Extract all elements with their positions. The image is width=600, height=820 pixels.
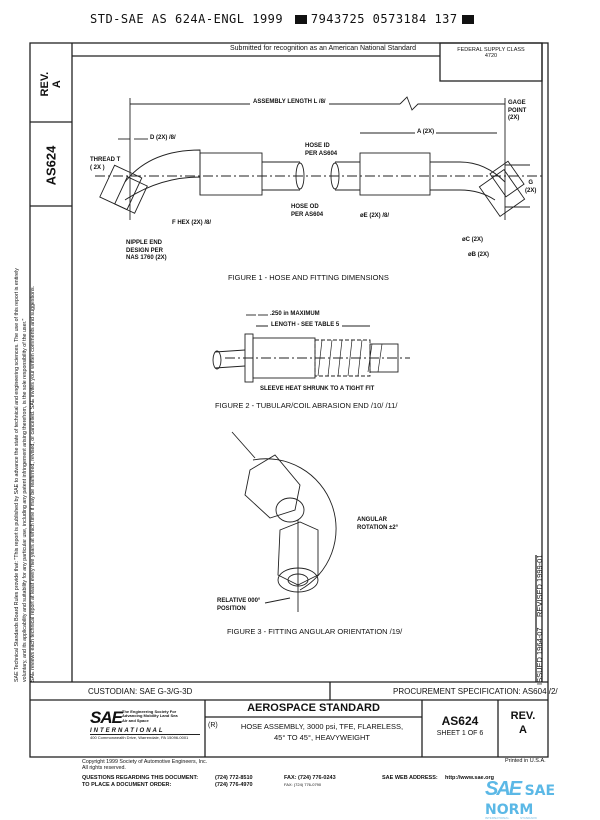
- sleeve-label: SLEEVE HEAT SHRUNK TO A TIGHT FIT: [260, 386, 375, 392]
- nipple-end-label: NIPPLE END DESIGN PER NAS 1760 (2X): [126, 240, 167, 261]
- angular-rotation-label: ANGULAR ROTATION ±2°: [357, 517, 399, 531]
- c-label: øC (2X): [462, 237, 483, 243]
- web-address[interactable]: http://www.sae.org: [445, 775, 494, 781]
- questions-label: QUESTIONS REGARDING THIS DOCUMENT:: [82, 775, 199, 781]
- sheet-number: SHEET 1 OF 6: [436, 730, 484, 737]
- d-label: D (2X) /8/: [150, 135, 176, 141]
- copyright: Copyright 1999 Society of Automotive Eng…: [82, 759, 208, 772]
- title-doc-number: AS624: [441, 714, 479, 728]
- code-part2: 7943725 0573184 137: [310, 12, 458, 26]
- procurement-spec: PROCUREMENT SPECIFICATION: AS604 /2/: [393, 687, 558, 696]
- g-label: G (2X): [525, 180, 537, 194]
- printed-in: Printed in U.S.A.: [505, 758, 546, 764]
- submitted-note: Submitted for recognition as an American…: [230, 45, 416, 52]
- e-label: øE (2X) /8/: [360, 213, 390, 219]
- document-code-header: STD-SAE AS 624A-ENGL 1999 7943725 057318…: [90, 12, 478, 26]
- title-line2: 45° TO 45°, HEAVYWEIGHT: [273, 733, 371, 743]
- fax: FAX: (724) 776-0243: [284, 775, 336, 781]
- watermark-sub-left: INTERNATIONAL: [485, 816, 510, 820]
- fax-note: FAX: (724) 776-0790: [284, 782, 322, 787]
- figure3-drawing: [231, 431, 337, 612]
- left-disclaimer: SAE Technical Standards Board Rules prov…: [13, 182, 37, 682]
- sae-norm-watermark: SAE SAE NORM INTERNATIONAL STANDARD: [485, 778, 600, 820]
- assembly-length-label: ASSEMBLY LENGTH L /8/: [250, 99, 329, 107]
- sae-logo: SAE The Engineering Society For Advancin…: [90, 708, 200, 740]
- thread-label: THREAD T ( 2X ): [90, 157, 121, 171]
- watermark-sub-right: STANDARD: [520, 816, 537, 820]
- revised-date: REVISED 1999-01: [535, 554, 544, 618]
- figure1-drawing: [95, 96, 545, 220]
- questions-phone: (724) 772-8510: [215, 775, 253, 781]
- web-label: SAE WEB ADDRESS:: [382, 775, 438, 781]
- watermark-mark: SAE: [485, 778, 522, 800]
- issue-dates: ISSUED 1964-07 REVISED 1999-01: [535, 545, 545, 685]
- max-label: .250 in MAXIMUM: [270, 311, 320, 317]
- a-label: A (2X): [415, 129, 437, 137]
- revision-mark: (R): [208, 722, 218, 729]
- document-title: HOSE ASSEMBLY, 3000 psi, TFE, FLARELESS,…: [222, 721, 422, 744]
- order-label: TO PLACE A DOCUMENT ORDER:: [82, 782, 172, 788]
- side-doc-number: AS624: [43, 145, 59, 186]
- sae-address: 400 Commonwealth Drive, Warrendale, PA 1…: [90, 735, 189, 740]
- length-label: LENGTH - SEE TABLE 5: [268, 322, 343, 330]
- code-part1: STD-SAE AS 624A-ENGL 1999: [90, 12, 284, 26]
- hose-od-label: HOSE OD PER AS604: [291, 204, 324, 218]
- disclaimer-line3: SAE reviews each technical report at lea…: [30, 285, 36, 682]
- relative-position-label: RELATIVE 000° POSITION: [217, 598, 261, 612]
- f-hex-label: F HEX (2X) /8/: [172, 220, 212, 226]
- federal-supply-class: FEDERAL SUPPLY CLASS 4720: [457, 47, 525, 59]
- figure2-caption: FIGURE 2 - TUBULAR/COIL ABRASION END /10…: [215, 401, 398, 410]
- sae-logo-mark: SAE: [90, 708, 123, 727]
- title-line1: HOSE ASSEMBLY, 3000 psi, TFE, FLARELESS,: [240, 722, 404, 731]
- sae-international: INTERNATIONAL: [90, 728, 200, 735]
- disclaimer-line1: SAE Technical Standards Board Rules prov…: [14, 268, 20, 682]
- gage-point-label: GAGE POINT (2X): [508, 100, 527, 121]
- figure3-caption: FIGURE 3 - FITTING ANGULAR ORIENTATION /…: [227, 627, 403, 636]
- title-rev: REV. A: [510, 710, 536, 736]
- disclaimer-line2: voluntary, and its applicability and sui…: [22, 318, 28, 682]
- hose-id-label: HOSE ID PER AS604: [305, 143, 338, 157]
- sae-tagline: The Engineering Society For Advancing Mo…: [122, 709, 178, 723]
- aerospace-standard-heading: AEROSPACE STANDARD: [247, 702, 380, 714]
- custodian: CUSTODIAN: SAE G-3/G-3D: [88, 687, 193, 696]
- b-label: øB (2X): [468, 252, 489, 258]
- figure1-caption: FIGURE 1 - HOSE AND FITTING DIMENSIONS: [228, 273, 389, 282]
- order-phone: (724) 776-4970: [215, 782, 253, 788]
- issued-date: ISSUED 1964-07: [535, 627, 544, 685]
